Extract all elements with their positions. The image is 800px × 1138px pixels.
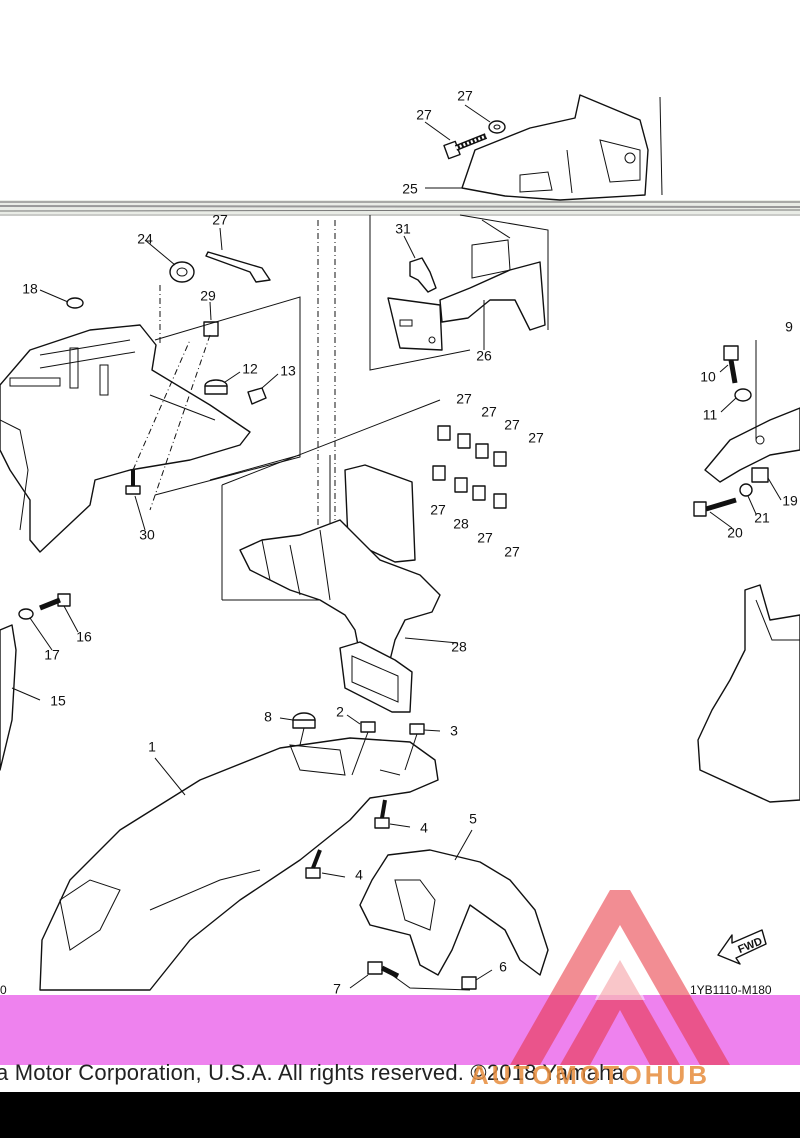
callout-27h: 27: [504, 544, 520, 560]
part-20-washer: [739, 483, 753, 497]
callout-20: 21: [754, 510, 770, 526]
callout-8: 8: [264, 709, 272, 725]
leader-lines: [11, 104, 782, 989]
callout-7: 7: [333, 981, 341, 997]
callout-19: 20: [727, 525, 743, 541]
part-7-bolt: [367, 961, 400, 979]
callout-27a: 27: [456, 391, 472, 407]
part-23-stay: [439, 219, 546, 331]
callout-31: 31: [395, 221, 411, 237]
part-26-bolt: [443, 133, 488, 160]
footer-bar: [0, 1092, 800, 1138]
part-25-collar: [488, 120, 506, 134]
part-22-rear-shell: [461, 94, 663, 201]
part-3-nut: [409, 723, 425, 735]
callout-14: 15: [50, 693, 66, 709]
part-13-nut: [247, 387, 267, 405]
callout-24: 27: [212, 212, 228, 228]
callout-9: 9: [785, 319, 793, 335]
part-12-damper: [204, 379, 228, 395]
part-15-bolt: [39, 593, 71, 611]
callout-28: 28: [451, 639, 467, 655]
watermark-logo: [510, 890, 730, 1065]
callout-22: 25: [402, 181, 418, 197]
part-28-plate-bracket: [239, 464, 441, 713]
part-11-washer: [734, 388, 752, 402]
scan-band: [0, 200, 800, 216]
callout-4a: 4: [420, 820, 428, 836]
callout-1: 1: [148, 739, 156, 755]
callout-4b: 4: [355, 867, 363, 883]
callout-16: 17: [44, 647, 60, 663]
part-29-collar: [203, 321, 219, 337]
part-27-blocks: [432, 425, 507, 509]
copyright-text: a Motor Corporation, U.S.A. All rights r…: [0, 1060, 625, 1085]
callout-25: 27: [457, 88, 473, 104]
part-16-washer: [18, 608, 34, 620]
callout-17: 18: [22, 281, 38, 297]
part-31-bracket: [387, 257, 443, 351]
diagram-code: 1YB1110-M180: [690, 983, 772, 997]
callout-11: 11: [703, 407, 718, 423]
callout-18: 19: [782, 493, 798, 509]
callout-21: 24: [137, 231, 153, 247]
corner-fragment: 0: [0, 983, 7, 997]
part-6-collar: [461, 976, 477, 990]
part-4-bolt-lower: [305, 849, 322, 879]
callout-15: 16: [76, 629, 92, 645]
callout-27c: 27: [504, 417, 520, 433]
callout-27b: 27: [481, 404, 497, 420]
group-box-stay: [369, 214, 549, 371]
callout-13: 13: [280, 363, 296, 379]
part-18-collar: [751, 467, 769, 483]
callout-23: 26: [476, 348, 492, 364]
part-24-strip: [205, 251, 271, 283]
part-1-front-fender: [39, 737, 439, 991]
callout-labels: 27 27 25 27 24 18 29 12 13 30 31 26 27 2…: [22, 88, 798, 997]
part-21-grommet: [169, 261, 195, 283]
part-30-screw: [125, 470, 141, 495]
callout-27e: 27: [430, 502, 446, 518]
group-box-left: [154, 296, 301, 496]
watermark-text: AUTOMOTOHUB: [470, 1060, 711, 1090]
callout-5: 5: [469, 811, 477, 827]
part-9-bracket: [704, 340, 800, 483]
part-10-bolt: [723, 345, 739, 384]
part-17-clip: [66, 297, 84, 309]
callout-27d: 27: [528, 430, 544, 446]
part-8-grommet: [292, 712, 316, 729]
callout-12: 12: [242, 361, 258, 377]
part-mud-flap: [697, 584, 800, 803]
callout-10: 10: [700, 369, 716, 385]
part-19-bolt: [693, 497, 737, 517]
part-4-bolt-upper: [374, 799, 390, 829]
part-14-flap: [0, 624, 17, 771]
part-left-side-cover: [0, 285, 301, 553]
callout-3: 3: [450, 723, 458, 739]
callout-27g: 27: [477, 530, 493, 546]
part-5-lower-fender: [359, 849, 549, 976]
callout-6: 6: [499, 959, 507, 975]
callout-27f: 28: [453, 516, 469, 532]
callout-30: 30: [139, 527, 155, 543]
callout-26: 27: [416, 107, 432, 123]
callout-29: 29: [200, 288, 216, 304]
part-2-nut: [360, 721, 376, 733]
callout-2: 2: [336, 704, 344, 720]
